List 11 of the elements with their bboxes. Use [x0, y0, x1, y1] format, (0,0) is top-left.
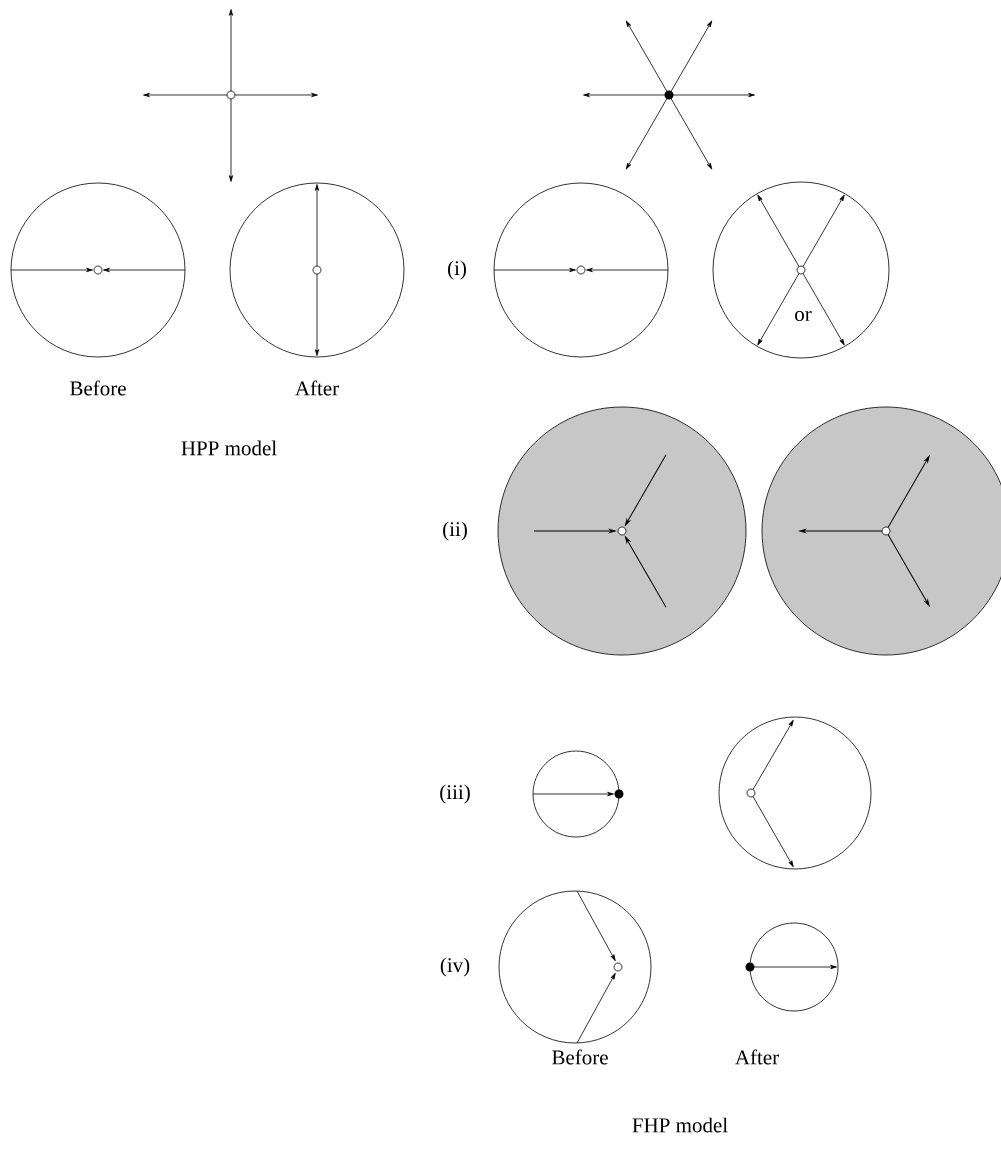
- state-label: After: [295, 380, 339, 396]
- case-label: (ii): [443, 521, 467, 541]
- choice-label: or: [795, 310, 812, 322]
- state-label: Before: [70, 380, 126, 396]
- state-label: After: [735, 1049, 779, 1065]
- model-caption: HPP model: [181, 440, 277, 456]
- case-label: (iv): [440, 957, 470, 977]
- state-label: Before: [552, 1049, 608, 1065]
- case-label: (i): [448, 260, 466, 280]
- model-caption: FHP model: [632, 1117, 728, 1133]
- case-label: (iii): [440, 784, 470, 804]
